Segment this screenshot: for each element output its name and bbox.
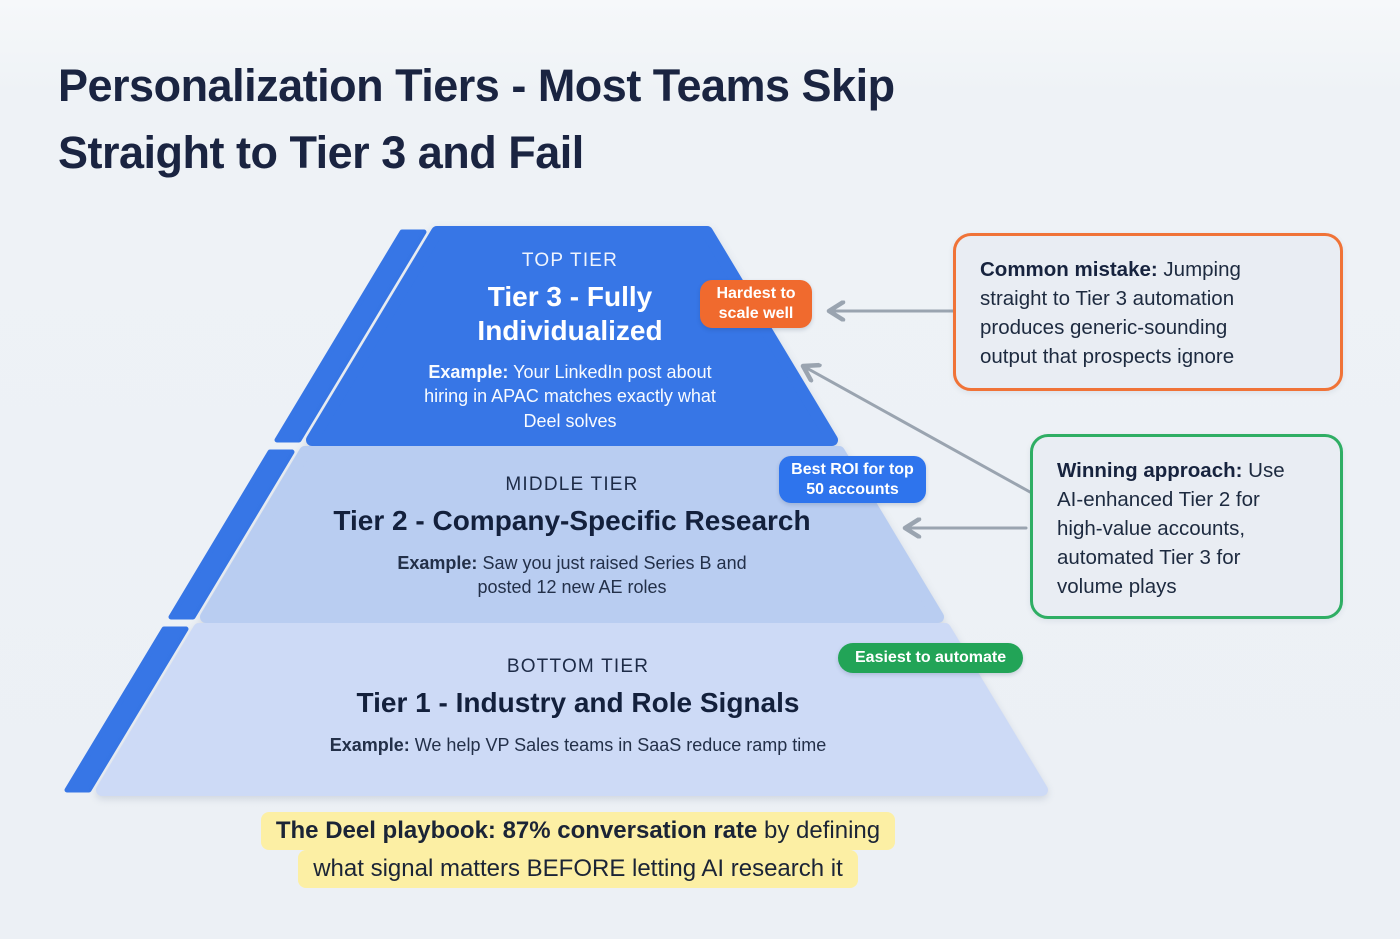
tier1-heading: Tier 1 - Industry and Role Signals: [356, 687, 800, 718]
tier2-heading: Tier 2 - Company-Specific Research: [333, 505, 811, 536]
tier2-shape: [200, 446, 944, 623]
footer-line2: what signal matters BEFORE letting AI re…: [298, 850, 858, 888]
left-accent-stripes: [64, 229, 427, 793]
footer-takeaway: The Deel playbook: 87% conversation rate…: [0, 812, 1156, 888]
stripe-top: [274, 229, 427, 443]
pyramid-tiers: [96, 226, 1048, 796]
badge-easiest-to-automate: Easiest to automate: [838, 643, 1024, 673]
arrow-winning-to-tier3: [803, 366, 1032, 494]
page-title-line2: Straight to Tier 3 and Fail: [58, 127, 584, 178]
tier1-text-block: BOTTOM TIER Tier 1 - Industry and Role S…: [268, 656, 888, 757]
stripe-middle: [168, 449, 295, 620]
callout-winning-approach: Winning approach: Use AI-enhanced Tier 2…: [1030, 434, 1343, 619]
tier2-text-block: MIDDLE TIER Tier 2 - Company-Specific Re…: [302, 474, 842, 599]
badge-hardest-to-scale: Hardest to scale well: [700, 280, 812, 328]
page-title-line1: Personalization Tiers - Most Teams Skip: [58, 60, 895, 111]
stripe-bottom: [64, 626, 189, 793]
footer-line1: The Deel playbook: 87% conversation rate…: [260, 812, 896, 850]
tier2-level-label: MIDDLE TIER: [505, 474, 639, 495]
tier1-level-label: BOTTOM TIER: [506, 656, 650, 677]
tier1-shape: [96, 623, 1048, 796]
callout-arrows: [803, 311, 1032, 528]
badge-best-roi: Best ROI for top 50 accounts: [779, 456, 926, 503]
tier3-heading: Tier 3 - Fully Individualized: [477, 281, 663, 346]
tier3-text-block: TOP TIER Tier 3 - Fully Individualized E…: [400, 250, 740, 433]
tier3-level-label: TOP TIER: [521, 250, 619, 271]
tier1-example: Example: We help VP Sales teams in SaaS …: [329, 734, 827, 755]
tier3-example: Example: Your LinkedIn post about hiring…: [424, 362, 716, 431]
tier2-example: Example: Saw you just raised Series B an…: [397, 552, 747, 597]
callout-common-mistake: Common mistake: Jumping straight to Tier…: [953, 233, 1343, 391]
page-title: Personalization Tiers - Most Teams Skip …: [58, 52, 895, 186]
